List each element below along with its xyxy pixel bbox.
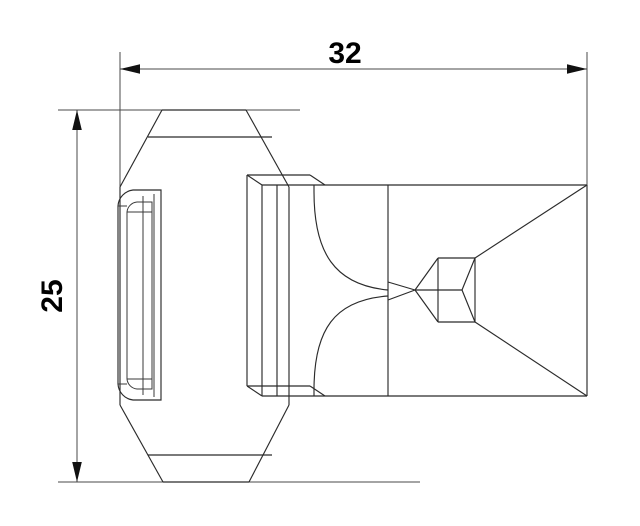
width-arrowhead-left-icon: [120, 64, 140, 74]
height-dimension-label: 25: [36, 279, 69, 312]
left-slot-group: [118, 190, 161, 400]
width-dimension-group: 32: [119, 37, 588, 190]
slot-inner-profile: [126, 201, 153, 390]
height-arrowhead-bottom-icon: [72, 462, 82, 482]
body-bottom-left-chamfer: [120, 405, 163, 482]
pyramid-detail-group: [388, 185, 587, 396]
height-arrowhead-top-icon: [72, 110, 82, 130]
pyramid-throat-join-bottom: [388, 290, 415, 300]
width-arrowhead-right-icon: [567, 64, 587, 74]
body-top-right-chamfer: [246, 110, 289, 187]
pyramid-diagonal-to-bottom-right-corner: [475, 322, 587, 396]
width-dimension-label: 32: [328, 37, 361, 70]
pyramid-face-edge-top: [462, 258, 475, 290]
pyramid-apex-edge-bottom: [415, 290, 438, 322]
pyramid-apex-edge-top: [415, 258, 438, 290]
block-chamfer-bottom-right: [310, 386, 325, 396]
body-bottom-right-chamfer: [249, 405, 289, 482]
waist-profile-group: [314, 185, 388, 396]
block-chamfer-bottom-left: [247, 386, 262, 396]
waist-upper-arc: [314, 192, 388, 290]
block-chamfer-top-left: [247, 175, 262, 185]
body-top-left-chamfer: [120, 110, 162, 187]
pyramid-face-edge-bottom: [462, 290, 475, 322]
height-dimension-group: 25: [36, 109, 420, 483]
slot-outer-profile: [118, 190, 161, 400]
pyramid-throat-join-top: [388, 282, 415, 290]
left-body-outline: [120, 110, 289, 482]
waist-lower-arc: [314, 296, 388, 390]
center-block-group: [247, 175, 587, 396]
pyramid-diagonal-to-top-right-corner: [475, 185, 587, 258]
block-chamfer-top-right: [310, 175, 325, 185]
